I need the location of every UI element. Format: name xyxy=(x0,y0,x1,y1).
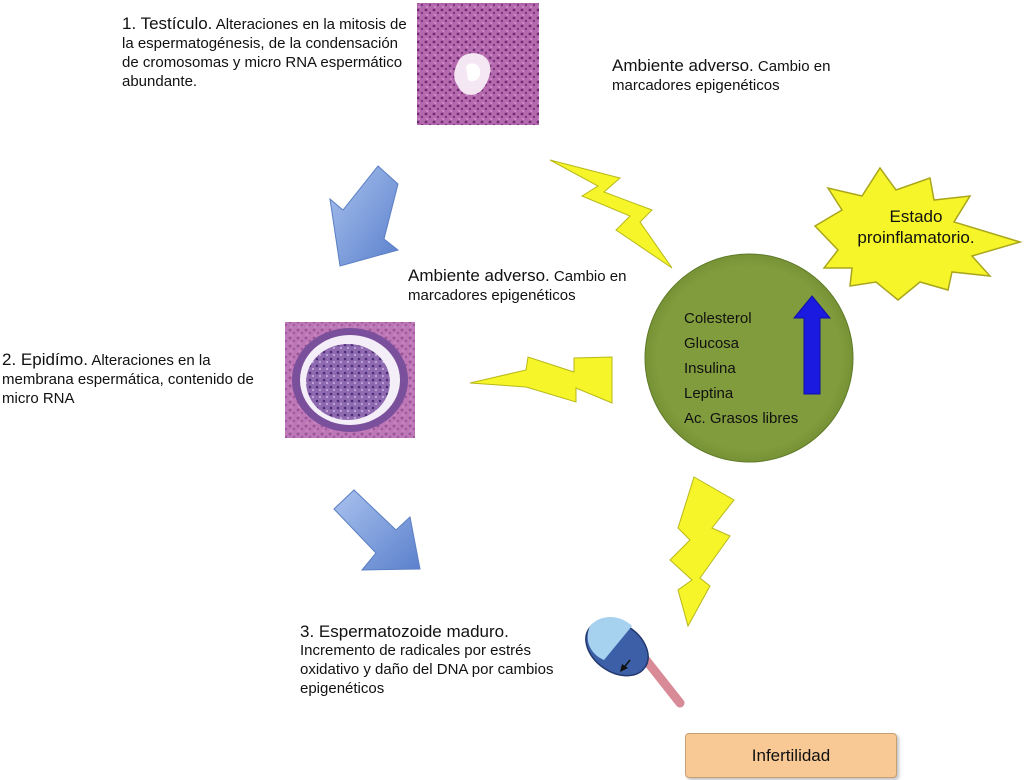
step1-description: Alteraciones en la mitosis de la esperma… xyxy=(122,16,407,90)
lightning-bolt-top xyxy=(549,159,673,269)
step3-description: Incremento de radicales por estrés oxida… xyxy=(300,642,554,697)
testis-micrograph xyxy=(417,3,539,125)
factor-item: Ac. Grasos libres xyxy=(684,410,799,427)
step1-testis-text: 1. Testículo. Alteraciones en la mitosis… xyxy=(122,14,412,91)
infertility-outcome-box: Infertilidad xyxy=(685,733,897,778)
proinflammatory-label: Estado proinflamatorio. xyxy=(836,206,996,248)
step2-epididymis-text: 2. Epidímo. Alteraciones en la membrana … xyxy=(2,350,272,408)
adverse-top-title: Ambiente adverso. xyxy=(612,56,754,75)
step2-description: Alteraciones en la membrana espermática,… xyxy=(2,352,254,407)
factor-item: Colesterol xyxy=(684,310,752,327)
step3-sperm-text: 3. Espermatozoide maduro. Incremento de … xyxy=(300,622,560,698)
adverse-env-top-text: Ambiente adverso. Cambio en marcadores e… xyxy=(612,56,912,95)
lightning-bolt-bottom xyxy=(669,476,735,628)
adverse-mid-description: Cambio en marcadores epigenéticos xyxy=(408,268,627,304)
increase-up-arrow xyxy=(792,295,832,395)
burst-line-1: Estado xyxy=(889,207,943,226)
adverse-mid-title: Ambiente adverso. xyxy=(408,266,550,285)
epididymis-micrograph xyxy=(285,322,415,438)
step2-title: 2. Epidímo. xyxy=(2,350,88,369)
metabolic-factors-list: Colesterol Glucosa Insulina Leptina Ac. … xyxy=(684,306,834,431)
adverse-env-middle-text: Ambiente adverso. Cambio en marcadores e… xyxy=(408,266,708,305)
lightning-bolt-middle xyxy=(469,356,613,404)
metabolic-factors-circle xyxy=(644,253,854,463)
adverse-top-description: Cambio en marcadores epigenéticos xyxy=(612,58,831,94)
step1-title: 1. Testículo. xyxy=(122,14,213,33)
sperm-cell-illustration xyxy=(585,617,685,708)
factor-item: Leptina xyxy=(684,385,734,402)
burst-line-2: proinflamatorio. xyxy=(857,228,975,247)
step3-title: 3. Espermatozoide maduro. xyxy=(300,622,509,641)
flow-arrow-epididymis-to-sperm xyxy=(333,489,421,571)
flow-arrow-testis-to-epididymis xyxy=(329,165,400,267)
factor-item: Insulina xyxy=(684,360,736,377)
proinflammatory-burst xyxy=(813,166,1023,301)
factor-item: Glucosa xyxy=(684,335,740,352)
